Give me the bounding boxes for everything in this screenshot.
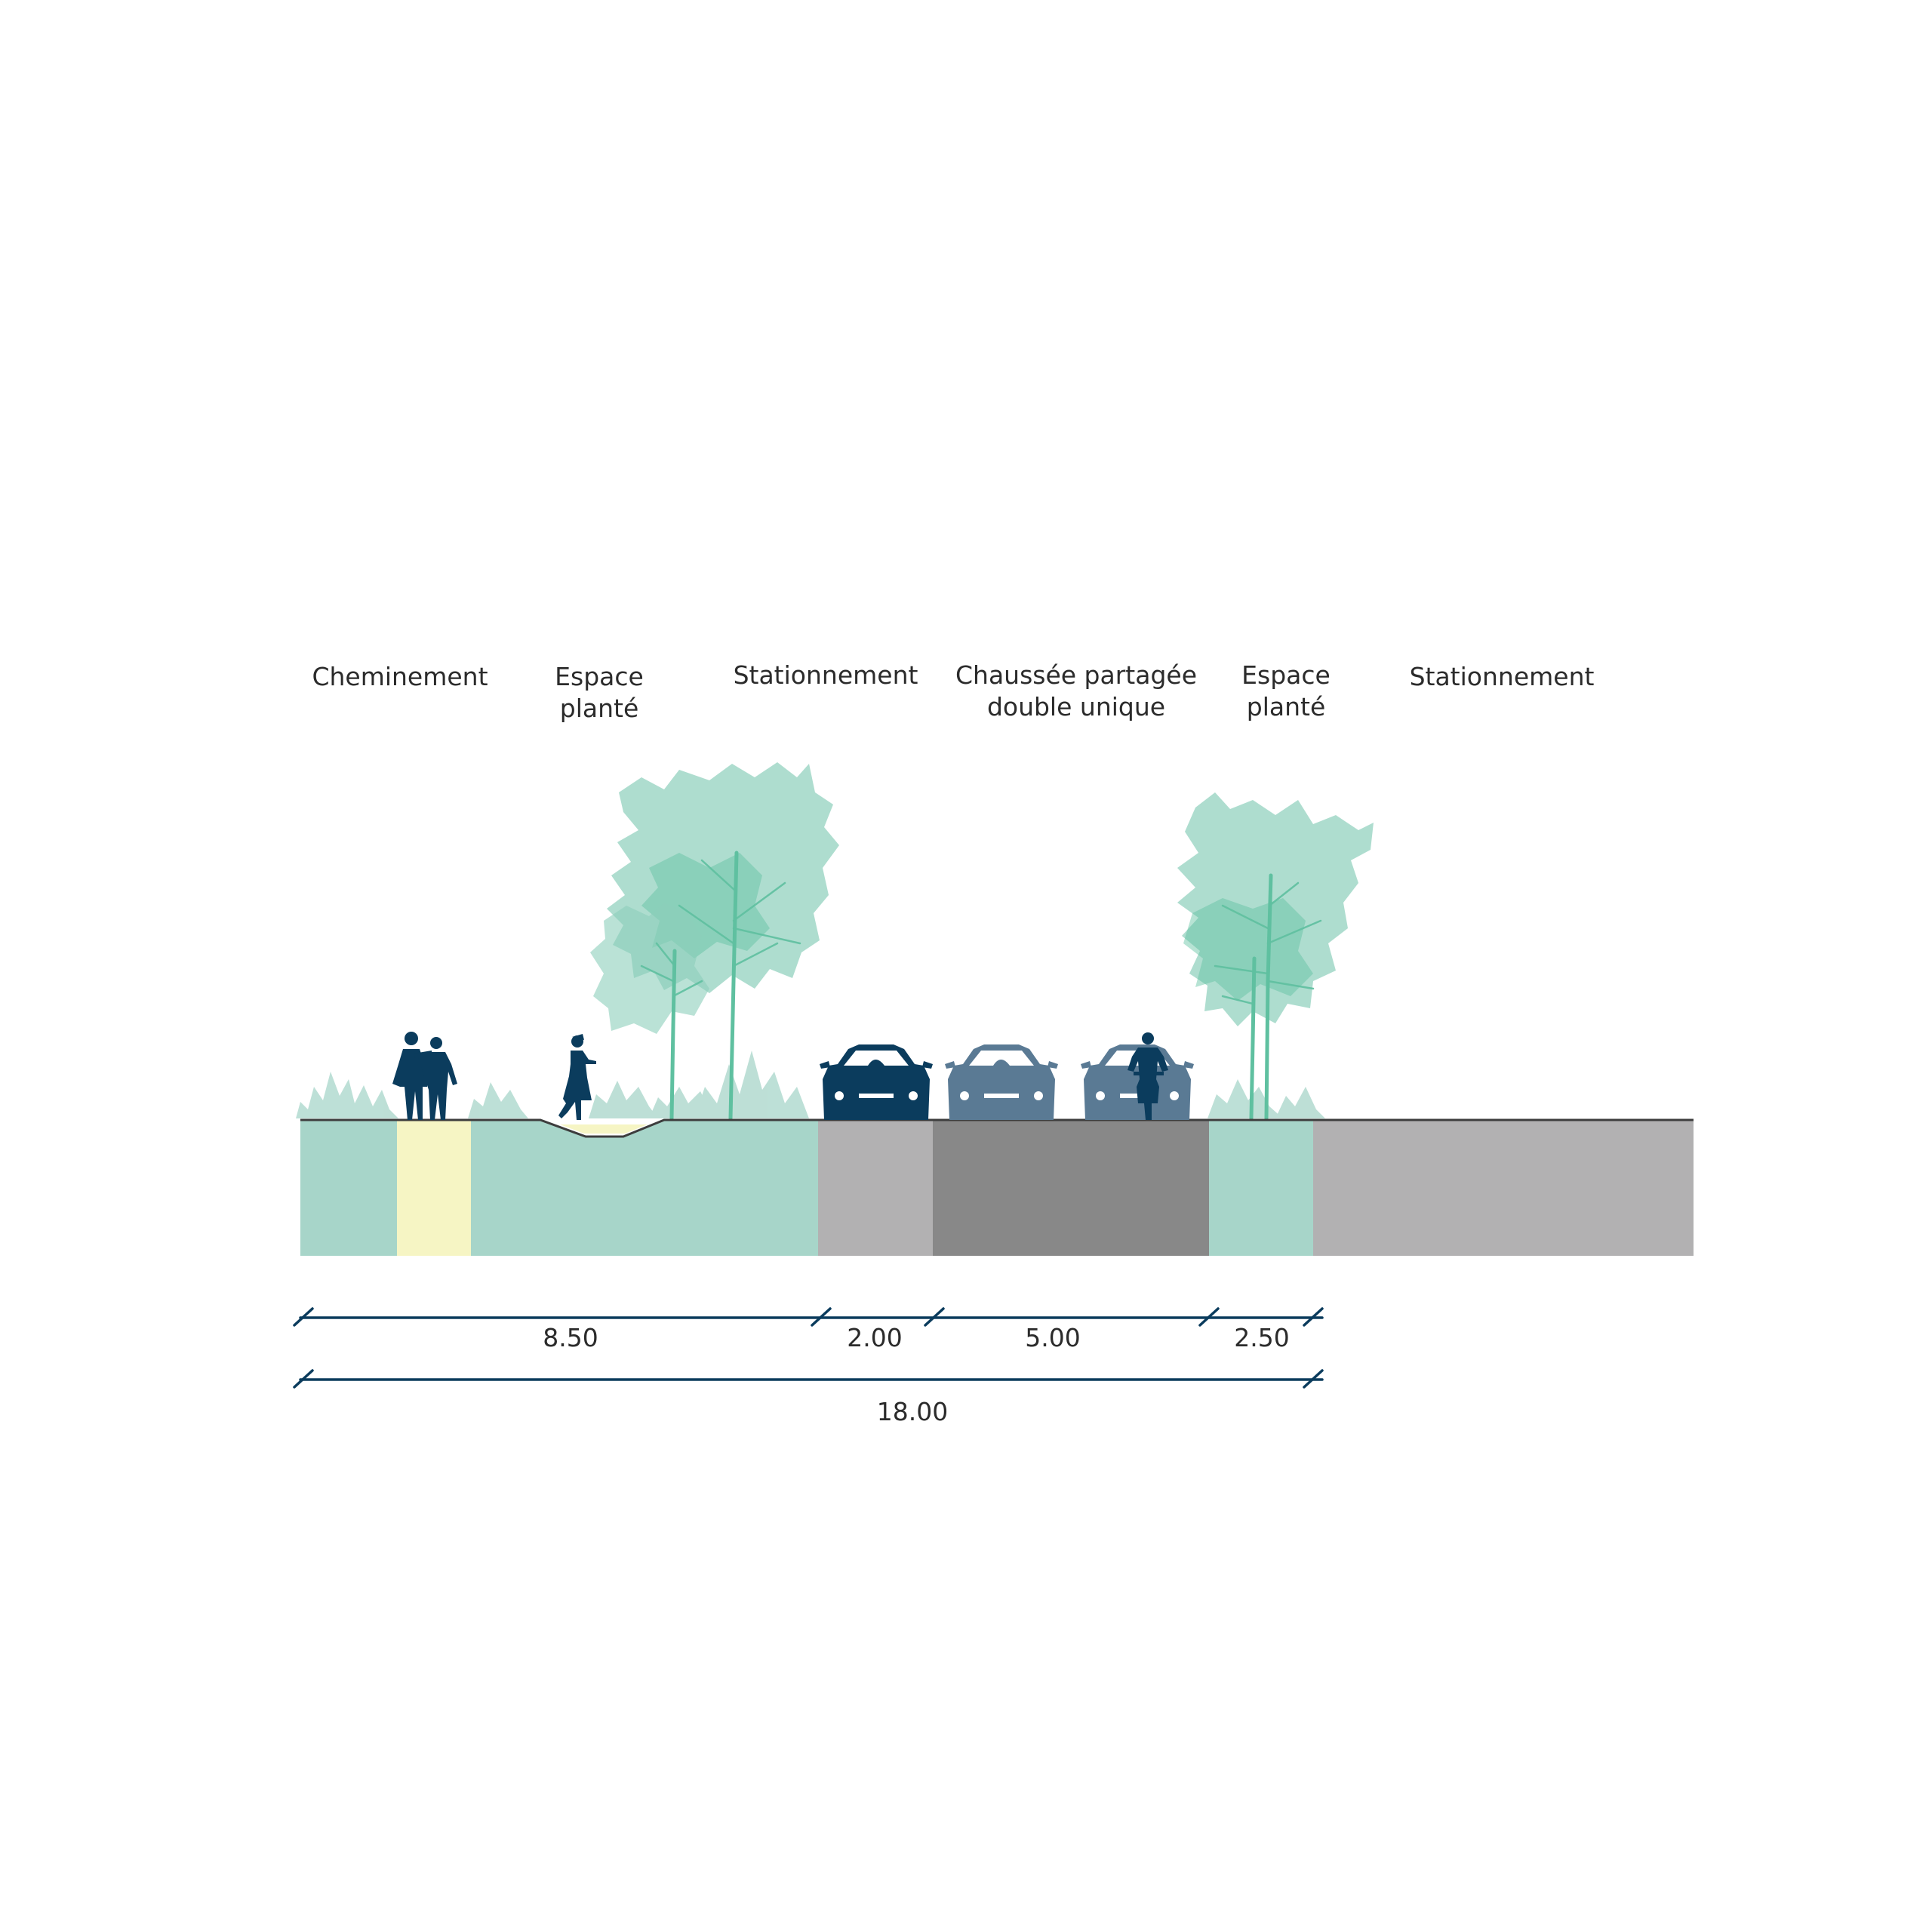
dim-value-total: 18.00 bbox=[877, 1397, 948, 1426]
label-stationnement-2: Stationnement bbox=[1410, 662, 1595, 691]
dimension-lines bbox=[293, 1307, 1324, 1389]
car-icon bbox=[945, 1044, 1058, 1120]
dim-value-1: 8.50 bbox=[543, 1323, 598, 1352]
label-cheminement: Cheminement bbox=[312, 662, 488, 691]
dim-value-2: 2.00 bbox=[847, 1323, 902, 1352]
ground-zones bbox=[300, 1118, 1694, 1256]
car-icon bbox=[820, 1044, 933, 1120]
dim-tick bbox=[1303, 1369, 1324, 1389]
label-chaussee-line2: double unique bbox=[987, 692, 1165, 721]
swale-water bbox=[560, 1124, 648, 1134]
label-espace-plante-1-line1: Espace bbox=[555, 662, 644, 691]
pedestrian-icon bbox=[392, 1032, 457, 1120]
zone-planted-left bbox=[300, 1120, 397, 1256]
tree-icon bbox=[1177, 792, 1374, 1121]
dim-tick bbox=[1198, 1307, 1220, 1327]
dim-value-3: 5.00 bbox=[1025, 1323, 1080, 1352]
label-chaussee-line1: Chaussée partagée bbox=[955, 660, 1197, 690]
cyclist-icon bbox=[1128, 1032, 1168, 1120]
dim-tick bbox=[811, 1307, 832, 1327]
dim-tick bbox=[293, 1369, 314, 1389]
zone-path bbox=[397, 1120, 471, 1256]
zone-parking-2 bbox=[1313, 1120, 1694, 1256]
pedestrian-icon bbox=[558, 1034, 596, 1120]
dimension-values: 8.50 2.00 5.00 2.50 18.00 bbox=[543, 1323, 1289, 1426]
dim-tick bbox=[1303, 1307, 1324, 1327]
label-stationnement-1: Stationnement bbox=[734, 660, 918, 690]
dim-value-4: 2.50 bbox=[1234, 1323, 1289, 1352]
label-espace-plante-2-line2: planté bbox=[1247, 692, 1326, 721]
zone-parking-1 bbox=[818, 1120, 933, 1256]
label-espace-plante-2-line1: Espace bbox=[1241, 660, 1331, 690]
zone-planted-2 bbox=[1209, 1120, 1313, 1256]
tree-icon bbox=[590, 762, 839, 1121]
label-espace-plante-1-line2: planté bbox=[560, 694, 639, 723]
dim-tick bbox=[924, 1307, 945, 1327]
zone-roadway bbox=[933, 1120, 1209, 1256]
vegetation-icon bbox=[296, 1051, 1325, 1118]
section-labels: Cheminement Espace planté Stationnement … bbox=[312, 660, 1594, 723]
dim-tick bbox=[293, 1307, 314, 1327]
zone-planted bbox=[471, 1120, 818, 1256]
